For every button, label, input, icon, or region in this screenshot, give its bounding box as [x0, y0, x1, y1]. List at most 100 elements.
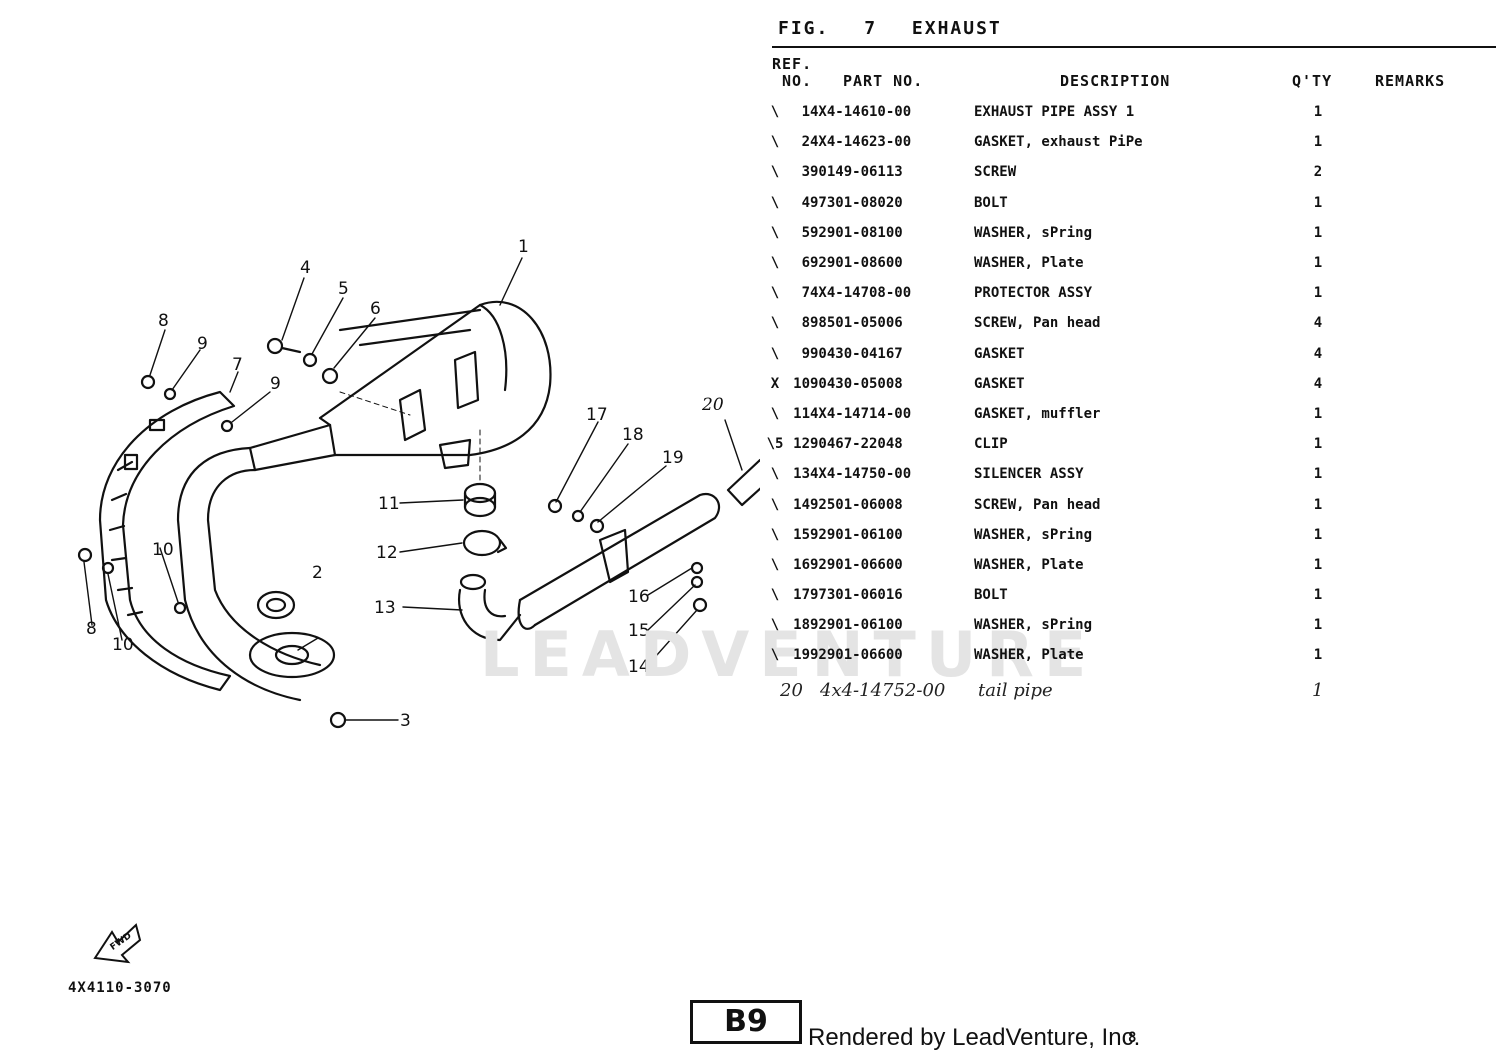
- header-ref-line1: REF.: [772, 55, 813, 73]
- handwritten-qty: 1: [1312, 680, 1324, 701]
- alignment-lines: [339, 391, 481, 481]
- fwd-arrow-icon: FWD: [93, 923, 142, 964]
- ref-no: 13: [793, 466, 810, 483]
- part-number: 92901-06600: [810, 556, 903, 573]
- header-description: DESCRIPTION: [1060, 72, 1171, 90]
- callout-5: 5: [338, 279, 349, 299]
- remarks: [1352, 550, 1492, 580]
- expansion-chamber-part: [318, 300, 552, 470]
- row-mark: \: [770, 104, 780, 121]
- tail-pipe-part: [726, 458, 760, 507]
- callout-7: 7: [232, 355, 243, 375]
- part-number: 97301-06016: [810, 587, 903, 604]
- quantity: 1: [1313, 617, 1323, 634]
- exploded-parts-diagram: 1 2 3 4 5 6 7 8 9 9 10 11 12 13 14 15 16…: [77, 237, 760, 964]
- ref-no: 6: [801, 255, 810, 272]
- ref-no: 2: [801, 134, 810, 151]
- description: GASKET: [974, 345, 1025, 362]
- ref-no: 10: [793, 375, 810, 392]
- callout-2: 2: [312, 563, 323, 583]
- callout-3: 3: [400, 711, 411, 731]
- remarks: [1352, 97, 1492, 127]
- header-qty: Q'TY: [1292, 72, 1333, 90]
- part-number: 97301-08020: [810, 194, 903, 211]
- row-mark: \: [770, 315, 780, 332]
- remarks: [1352, 399, 1492, 429]
- description: WASHER, Plate: [974, 255, 1084, 272]
- quantity: 1: [1313, 496, 1323, 513]
- exhaust-flange-part: [248, 590, 336, 679]
- quantity: 1: [1313, 587, 1323, 604]
- description: WASHER, Plate: [974, 647, 1084, 664]
- quantity: 1: [1313, 134, 1323, 151]
- description: WASHER, sPring: [974, 526, 1093, 543]
- header-ref-line2: NO.: [782, 72, 813, 90]
- handwritten-part-no: 4x4-14752-00: [820, 680, 946, 701]
- description: SCREW, Pan head: [974, 315, 1101, 332]
- row-mark: \: [770, 405, 780, 422]
- row-mark: \: [770, 587, 780, 604]
- remarks: [1352, 248, 1492, 278]
- remarks: [1352, 308, 1492, 338]
- callout-8-top: 8: [158, 311, 169, 331]
- row-mark: \: [770, 285, 780, 302]
- part-number: 90430-04167: [810, 345, 903, 362]
- row-mark: \: [770, 345, 780, 362]
- figure-name: EXHAUST: [911, 18, 1002, 39]
- description: BOLT: [974, 194, 1008, 211]
- silencer-assy-part: [457, 492, 721, 642]
- ref-no: 7: [801, 285, 810, 302]
- callout-10-bottom: 10: [112, 635, 134, 655]
- remarks: [1352, 610, 1492, 640]
- remarks: [1352, 157, 1492, 187]
- callout-14: 14: [628, 657, 650, 677]
- part-number: 4X4-14610-00: [810, 104, 912, 121]
- ref-no: 4: [801, 194, 810, 211]
- ref-no: 18: [793, 617, 810, 634]
- ref-no: 12: [793, 436, 810, 453]
- handwritten-description: tail pipe: [978, 680, 1053, 701]
- ref-no: 8: [801, 315, 810, 332]
- quantity: 1: [1313, 255, 1323, 272]
- description: GASKET: [974, 375, 1025, 392]
- row-mark: \: [770, 134, 780, 151]
- part-number: 92901-06100: [810, 526, 903, 543]
- description: GASKET, muffler: [974, 405, 1101, 422]
- description: EXHAUST PIPE ASSY 1: [974, 104, 1135, 121]
- row-mark: \: [770, 255, 780, 272]
- part-number: 92901-08600: [810, 255, 903, 272]
- ref-no: 11: [793, 405, 810, 422]
- callout-1: 1: [518, 237, 529, 257]
- remarks: [1352, 339, 1492, 369]
- callout-15: 15: [628, 621, 650, 641]
- ref-no: 15: [793, 526, 810, 543]
- quantity: 1: [1313, 194, 1323, 211]
- description: CLIP: [974, 436, 1008, 453]
- callout-9-right: 9: [270, 374, 281, 394]
- quantity: 2: [1313, 164, 1323, 181]
- quantity: 4: [1313, 315, 1323, 332]
- row-mark: \: [770, 526, 780, 543]
- part-number: 98501-05006: [810, 315, 903, 332]
- quantity: 1: [1313, 647, 1323, 664]
- description: PROTECTOR ASSY: [974, 285, 1093, 302]
- quantity: 1: [1313, 104, 1323, 121]
- row-mark: \: [770, 647, 780, 664]
- row-mark: \: [770, 164, 780, 181]
- part-number: 4X4-14750-00: [810, 466, 912, 483]
- remarks: [1352, 580, 1492, 610]
- description: SILENCER ASSY: [974, 466, 1084, 483]
